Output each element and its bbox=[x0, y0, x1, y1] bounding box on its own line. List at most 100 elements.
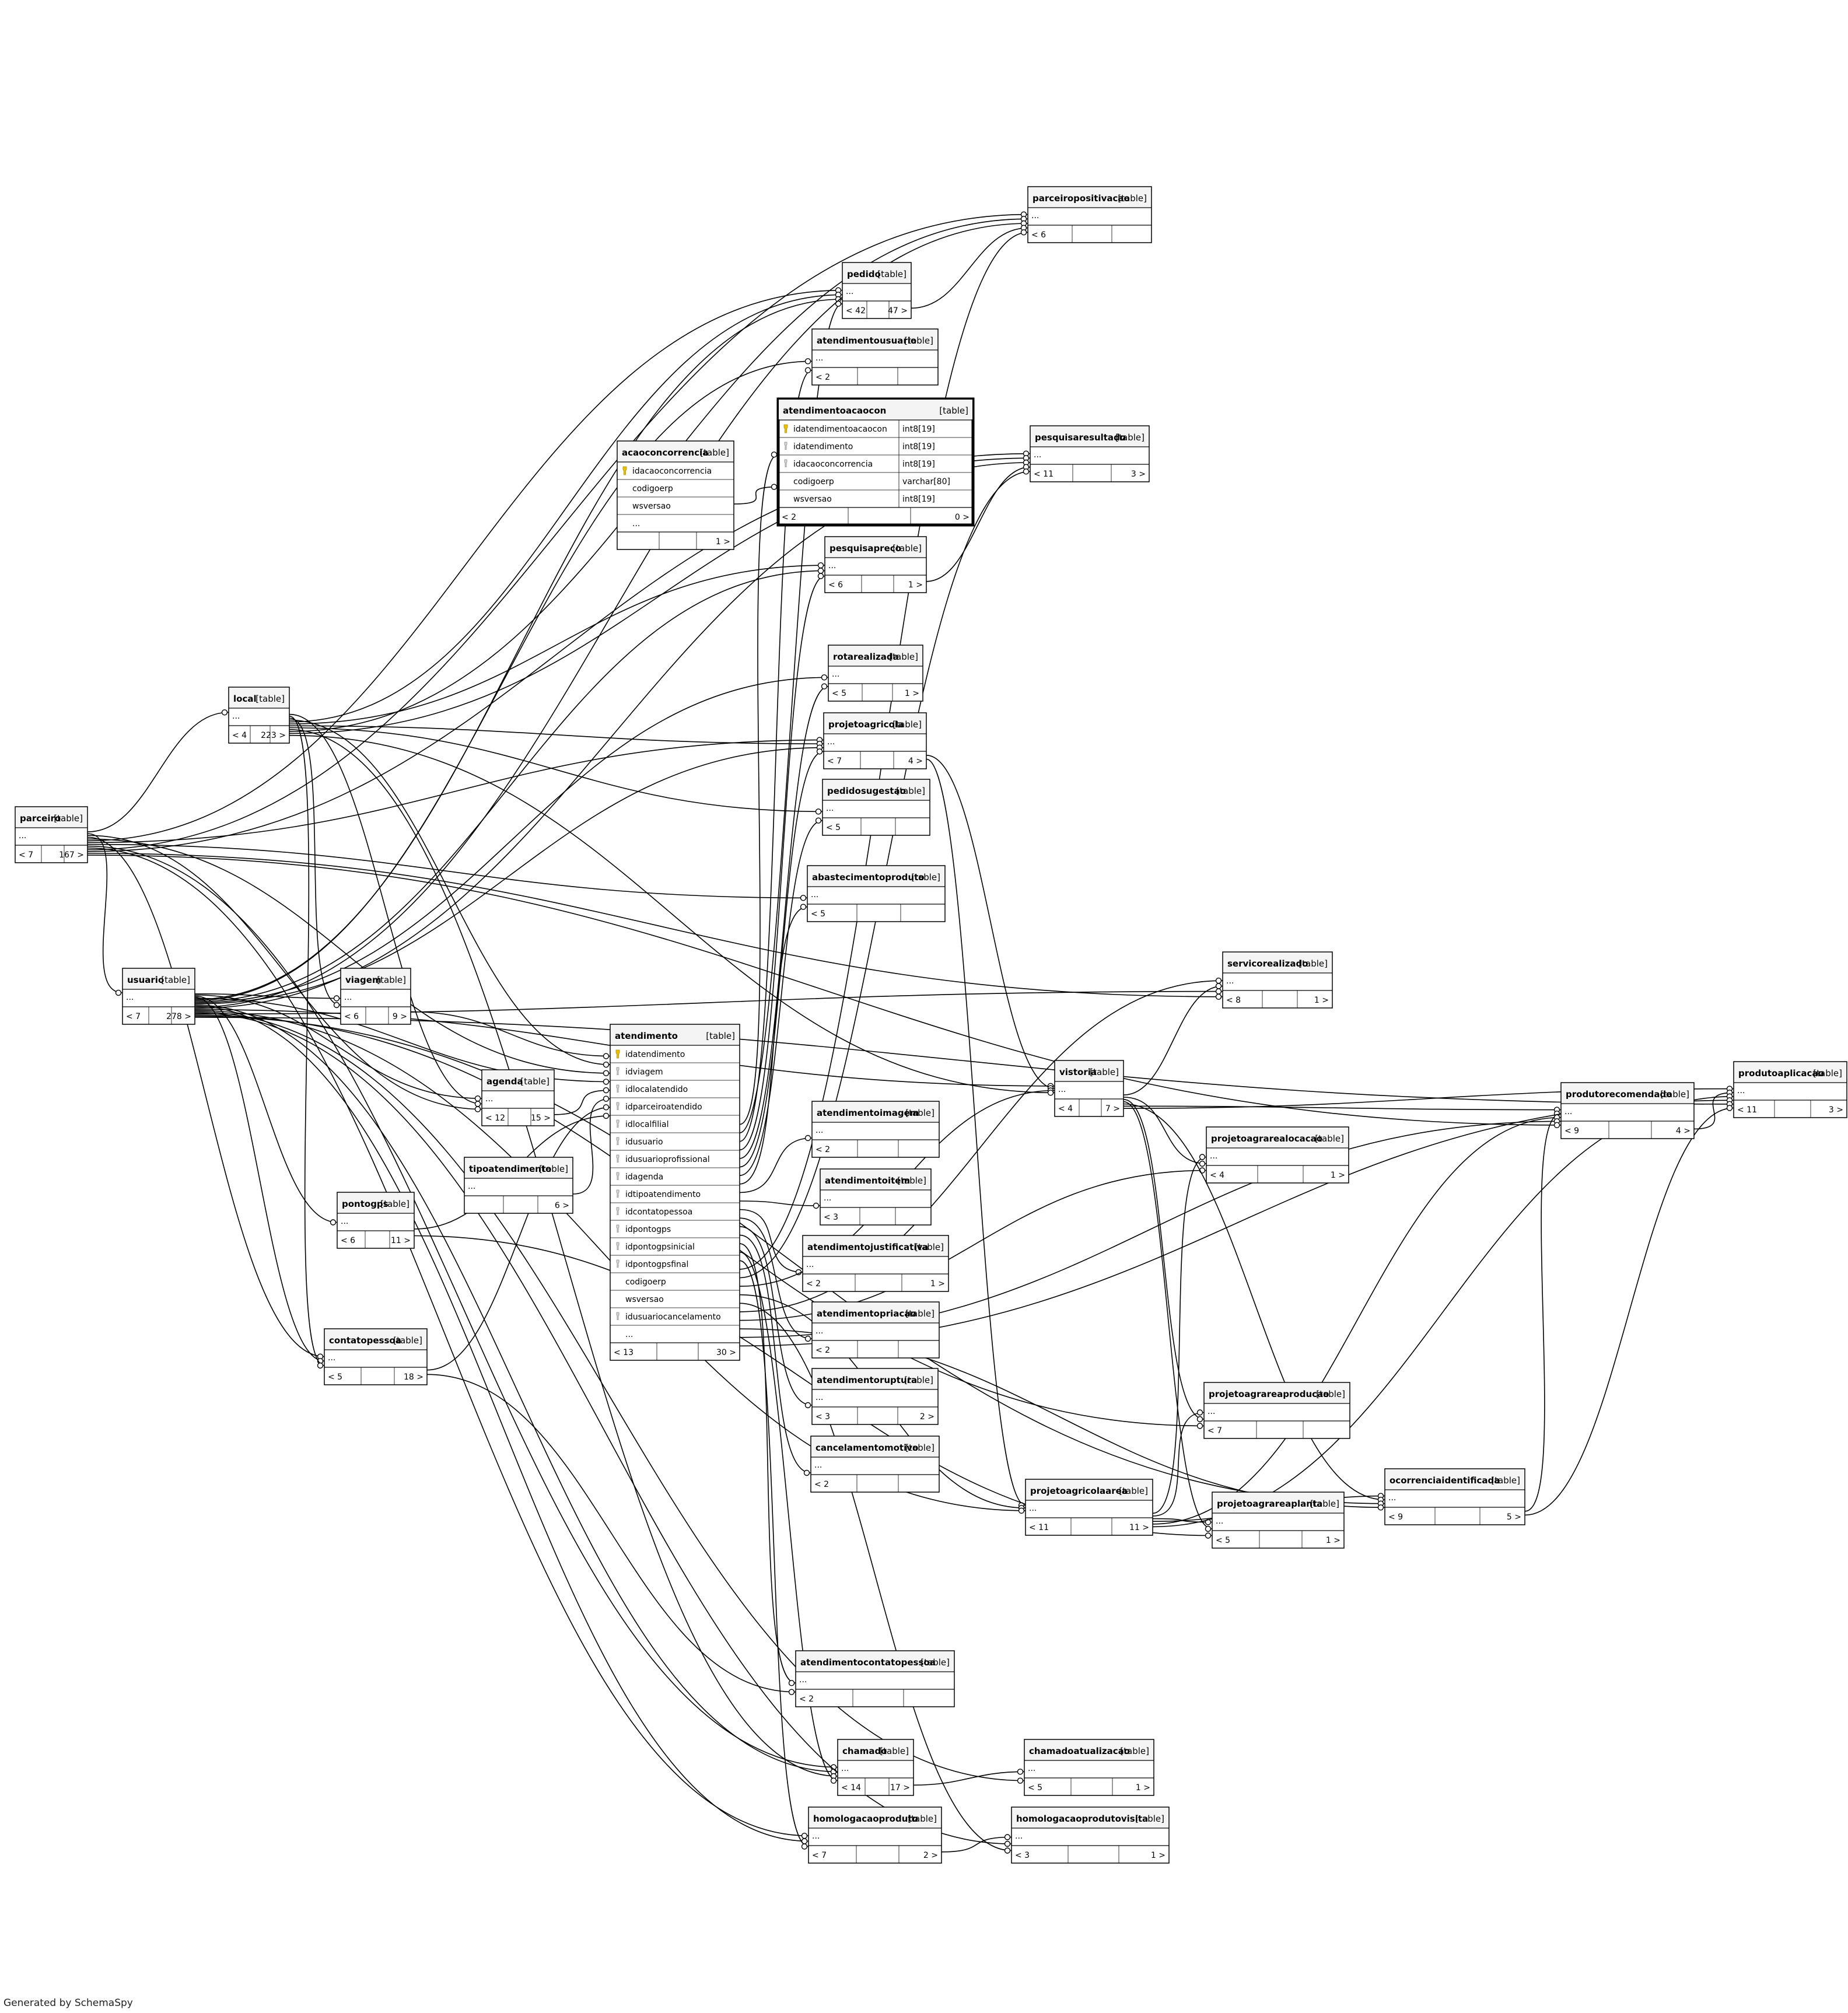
parent-count[interactable]: < 2 bbox=[816, 373, 830, 382]
parent-count[interactable]: < 7 bbox=[126, 1012, 141, 1021]
parent-count[interactable]: < 6 bbox=[1031, 230, 1046, 240]
parent-count[interactable]: < 3 bbox=[816, 1412, 830, 1422]
parent-count[interactable]: < 9 bbox=[1564, 1126, 1579, 1136]
child-count[interactable]: 7 > bbox=[1105, 1104, 1120, 1114]
parent-count[interactable]: < 7 bbox=[19, 850, 33, 860]
parent-count[interactable]: < 2 bbox=[816, 1145, 830, 1154]
child-count[interactable]: 1 > bbox=[930, 1279, 945, 1289]
child-count[interactable]: 1 > bbox=[716, 537, 730, 547]
child-count[interactable]: 6 > bbox=[555, 1201, 569, 1210]
table-parceiropositivacao[interactable]: parceiropositivacao[table]...< 6 bbox=[1027, 186, 1152, 243]
parent-count[interactable]: < 7 bbox=[827, 757, 842, 766]
child-count[interactable]: 4 > bbox=[1676, 1126, 1690, 1136]
table-atendimentoimagem[interactable]: atendimentoimagem[table]...< 2 bbox=[811, 1101, 940, 1158]
child-count[interactable]: 17 > bbox=[890, 1783, 910, 1793]
child-count[interactable]: 1 > bbox=[908, 580, 923, 590]
parent-count[interactable]: < 8 bbox=[1226, 996, 1241, 1005]
parent-count[interactable]: < 4 bbox=[1058, 1104, 1073, 1114]
table-cancelamentomotivo[interactable]: cancelamentomotivo[table]...< 2 bbox=[810, 1436, 940, 1493]
child-count[interactable]: 1 > bbox=[1151, 1851, 1166, 1860]
child-count[interactable]: 1 > bbox=[1331, 1171, 1345, 1180]
parent-count[interactable]: < 5 bbox=[826, 823, 841, 832]
child-count[interactable]: 3 > bbox=[1829, 1105, 1843, 1115]
child-count[interactable]: 3 > bbox=[1131, 470, 1146, 479]
parent-count[interactable]: < 42 bbox=[846, 306, 866, 316]
table-atendimentoacaocon[interactable]: atendimentoacaocon[table]idatendimentoac… bbox=[776, 397, 975, 527]
table-atendimentoitem[interactable]: atendimentoitem[table]...< 3 bbox=[820, 1168, 932, 1226]
child-count[interactable]: 1 > bbox=[1136, 1783, 1150, 1793]
child-count[interactable]: 11 > bbox=[1129, 1523, 1149, 1532]
child-count[interactable]: 5 > bbox=[1507, 1513, 1521, 1522]
parent-count[interactable]: < 6 bbox=[828, 580, 843, 590]
child-count[interactable]: 1 > bbox=[1326, 1536, 1340, 1545]
parent-count[interactable]: < 9 bbox=[1388, 1513, 1403, 1522]
table-pedidosugestao[interactable]: pedidosugestao[table]...< 5 bbox=[822, 779, 930, 836]
parent-count[interactable]: < 3 bbox=[824, 1213, 838, 1222]
parent-count[interactable]: < 7 bbox=[1208, 1426, 1222, 1436]
child-count[interactable]: 47 > bbox=[888, 306, 908, 316]
table-atendimento[interactable]: atendimento[table]idatendimentoidviagemi… bbox=[610, 1024, 740, 1361]
child-count[interactable]: 1 > bbox=[905, 689, 919, 698]
parent-count[interactable]: < 4 bbox=[1210, 1171, 1224, 1180]
parent-count[interactable]: < 2 bbox=[806, 1279, 821, 1289]
table-tipoatendimento[interactable]: tipoatendimento[table]...6 > bbox=[464, 1157, 573, 1214]
child-count[interactable]: 2 > bbox=[920, 1412, 935, 1422]
parent-count[interactable]: < 4 bbox=[232, 731, 247, 740]
child-count[interactable]: 11 > bbox=[391, 1236, 411, 1245]
parent-count[interactable]: < 2 bbox=[799, 1695, 814, 1704]
parent-count[interactable]: < 11 bbox=[1034, 470, 1054, 479]
parent-count[interactable]: < 2 bbox=[816, 1346, 830, 1355]
parent-count[interactable]: < 2 bbox=[814, 1480, 829, 1489]
table-atendimentocontatopessoa[interactable]: atendimentocontatopessoa[table]...< 2 bbox=[795, 1650, 955, 1707]
parent-count[interactable]: < 13 bbox=[614, 1348, 634, 1357]
parent-count[interactable]: < 11 bbox=[1029, 1523, 1049, 1532]
table-abastecimentoproduto[interactable]: abastecimentoproduto[table]...< 5 bbox=[807, 865, 946, 922]
parent-count[interactable]: < 6 bbox=[341, 1236, 355, 1245]
child-count[interactable]: 1 > bbox=[1314, 996, 1329, 1005]
child-count[interactable]: 15 > bbox=[531, 1114, 551, 1123]
child-count[interactable]: 223 > bbox=[261, 731, 286, 740]
parent-count[interactable]: < 3 bbox=[1015, 1851, 1030, 1860]
parent-count[interactable]: < 14 bbox=[841, 1783, 861, 1793]
parent-count[interactable]: < 5 bbox=[811, 909, 825, 919]
child-count[interactable]: 9 > bbox=[393, 1012, 407, 1021]
parent-count[interactable]: < 5 bbox=[328, 1373, 342, 1382]
table-atendimentousuario[interactable]: atendimentousuario[table]...< 2 bbox=[811, 328, 939, 386]
parent-count[interactable]: < 5 bbox=[832, 689, 846, 698]
parent-count[interactable]: < 6 bbox=[344, 1012, 359, 1021]
child-count[interactable]: 2 > bbox=[923, 1851, 938, 1860]
parent-count[interactable]: < 5 bbox=[1216, 1536, 1230, 1545]
child-count[interactable]: 167 > bbox=[59, 850, 84, 860]
parent-count[interactable]: < 7 bbox=[812, 1851, 827, 1860]
child-count[interactable]: 0 > bbox=[955, 513, 970, 522]
table-atendimentopriacao[interactable]: atendimentopriacao[table]...< 2 bbox=[811, 1301, 940, 1359]
parent-count[interactable]: < 12 bbox=[485, 1114, 505, 1123]
child-count[interactable]: 30 > bbox=[716, 1348, 736, 1357]
table-acaoconcorrencia[interactable]: acaoconcorrencia[table]idacaoconcorrenci… bbox=[617, 440, 734, 550]
child-count[interactable]: 4 > bbox=[908, 757, 923, 766]
